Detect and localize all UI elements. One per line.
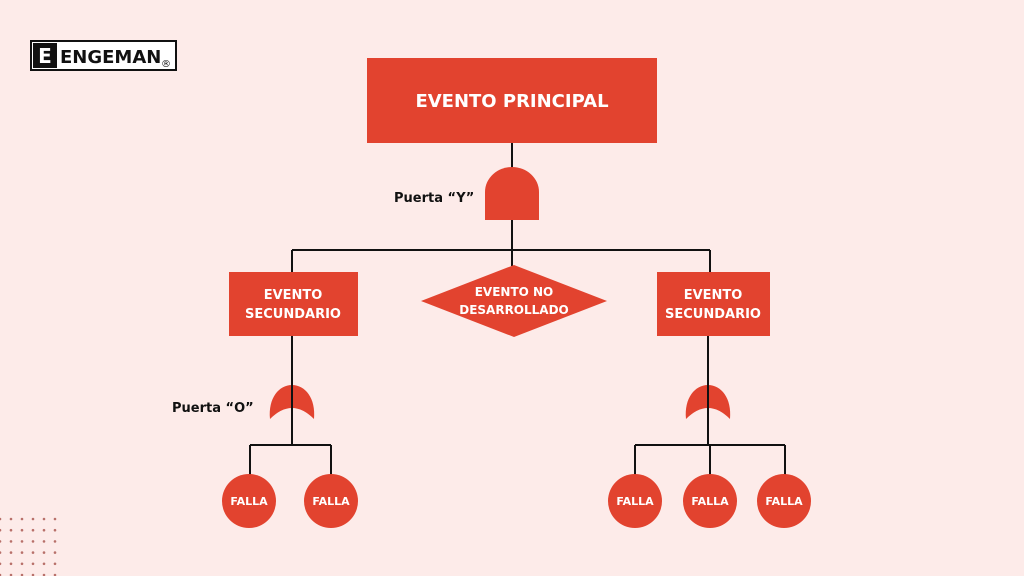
dot	[53, 540, 57, 543]
svg-text:FALLA: FALLA	[230, 495, 268, 508]
undeveloped-event-diamond: EVENTO NO DESARROLLADO	[421, 265, 607, 337]
svg-text:E: E	[38, 44, 52, 68]
dot	[31, 517, 35, 521]
dot	[31, 551, 35, 554]
svg-text:FALLA: FALLA	[312, 495, 350, 508]
dot	[31, 562, 35, 566]
dot	[31, 573, 35, 576]
dot	[0, 517, 2, 521]
dot	[42, 573, 46, 576]
dot	[53, 573, 57, 576]
dot	[20, 528, 24, 532]
svg-text:®: ®	[161, 59, 171, 70]
dot	[31, 528, 35, 532]
svg-text:DESARROLLADO: DESARROLLADO	[459, 303, 569, 317]
dot	[20, 517, 24, 521]
dot	[53, 562, 57, 566]
dot	[9, 562, 13, 566]
dot	[0, 540, 2, 543]
dot	[20, 562, 24, 566]
svg-text:EVENTO PRINCIPAL: EVENTO PRINCIPAL	[415, 91, 608, 112]
dot	[53, 528, 57, 532]
dot	[0, 551, 2, 554]
dot	[31, 540, 35, 543]
engeman-logo: E ENGEMAN ®	[30, 40, 177, 71]
dot	[0, 562, 2, 566]
dot	[9, 540, 13, 543]
right-secondary-event-box: EVENTO SECUNDARIO	[657, 272, 770, 336]
and-gate-label: Puerta “Y”	[394, 191, 474, 206]
dot	[53, 551, 57, 554]
svg-text:SECUNDARIO: SECUNDARIO	[245, 307, 341, 322]
failure-event: FALLA	[304, 474, 358, 528]
dot	[9, 573, 13, 576]
dot-pattern	[0, 517, 57, 576]
top-event-box: EVENTO PRINCIPAL	[367, 58, 657, 143]
dot	[20, 573, 24, 576]
dot	[42, 528, 46, 532]
svg-text:SECUNDARIO: SECUNDARIO	[665, 307, 761, 322]
dot	[42, 562, 46, 566]
dot	[20, 551, 24, 554]
failure-event: FALLA	[222, 474, 276, 528]
dot	[42, 540, 46, 543]
dot	[42, 551, 46, 554]
left-secondary-event-box: EVENTO SECUNDARIO	[229, 272, 358, 336]
svg-text:EVENTO NO: EVENTO NO	[475, 285, 554, 299]
dot	[9, 551, 13, 554]
dot	[0, 528, 2, 532]
svg-text:ENGEMAN: ENGEMAN	[60, 47, 161, 68]
svg-text:EVENTO: EVENTO	[684, 288, 743, 303]
and-gate-icon	[485, 167, 539, 220]
failure-event: FALLA	[683, 474, 737, 528]
svg-text:EVENTO: EVENTO	[264, 288, 323, 303]
failure-event: FALLA	[757, 474, 811, 528]
dot	[9, 517, 13, 521]
dot	[42, 517, 46, 521]
dot	[53, 517, 57, 521]
svg-text:FALLA: FALLA	[765, 495, 803, 508]
dot	[20, 540, 24, 543]
svg-text:FALLA: FALLA	[616, 495, 654, 508]
failure-event: FALLA	[608, 474, 662, 528]
svg-text:FALLA: FALLA	[691, 495, 729, 508]
dot	[9, 528, 13, 532]
or-gate-label: Puerta “O”	[172, 401, 254, 416]
dot	[0, 573, 2, 576]
